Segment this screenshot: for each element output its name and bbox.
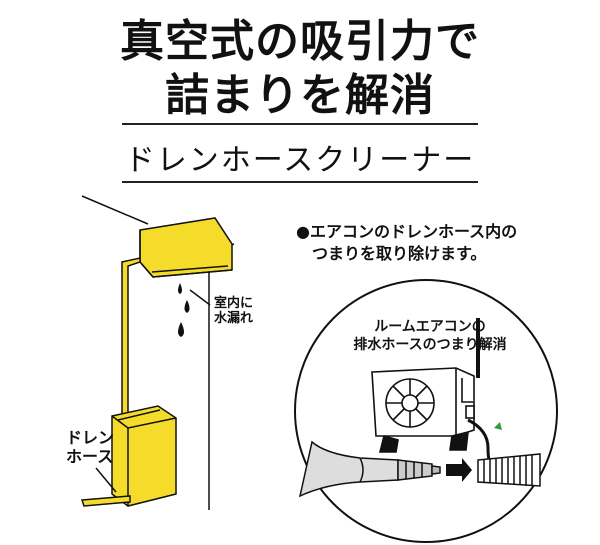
floor-hose xyxy=(80,495,131,507)
leak-label-line-1: 室内に xyxy=(214,296,254,311)
leak-label-line-2: 水漏れ xyxy=(214,311,254,326)
headline-line-2: 詰まりを解消 xyxy=(165,70,435,121)
headline-line-1: 真空式の吸引力で xyxy=(120,16,480,67)
hose-pointer xyxy=(95,467,117,493)
corrugated-hose xyxy=(477,453,541,487)
subtitle-divider-top xyxy=(122,123,478,125)
circle-caption-line-1: ルームエアコンの xyxy=(374,319,486,335)
bullet-text-line-2: つまりを取り除けます。 xyxy=(312,244,487,263)
green-arrow-icon xyxy=(494,422,502,430)
leak-pointer xyxy=(189,289,211,306)
arrow-right-icon xyxy=(446,458,472,482)
circle-caption-line-2: 排水ホースのつまり解消 xyxy=(353,337,507,353)
bullet-text-line-1: ●エアコンのドレンホース内の xyxy=(296,222,518,241)
water-drop-icon xyxy=(178,283,190,337)
subtitle-divider-bottom xyxy=(122,181,478,183)
indoor-ac-unit xyxy=(139,217,233,278)
leak-label: 室内に 水漏れ xyxy=(214,296,253,326)
circle-caption: ルームエアコンの 排水ホースのつまり解消 xyxy=(330,318,530,354)
outdoor-condenser-unit xyxy=(371,318,480,453)
hose-label: ドレン ホース xyxy=(66,428,114,466)
product-subtitle: ドレンホースクリーナー xyxy=(124,143,476,178)
hose-label-line-1: ドレン xyxy=(66,428,115,447)
hose-label-line-2: ホース xyxy=(66,447,114,466)
cleaner-nozzle xyxy=(298,440,441,498)
outdoor-unit-box xyxy=(111,405,177,507)
